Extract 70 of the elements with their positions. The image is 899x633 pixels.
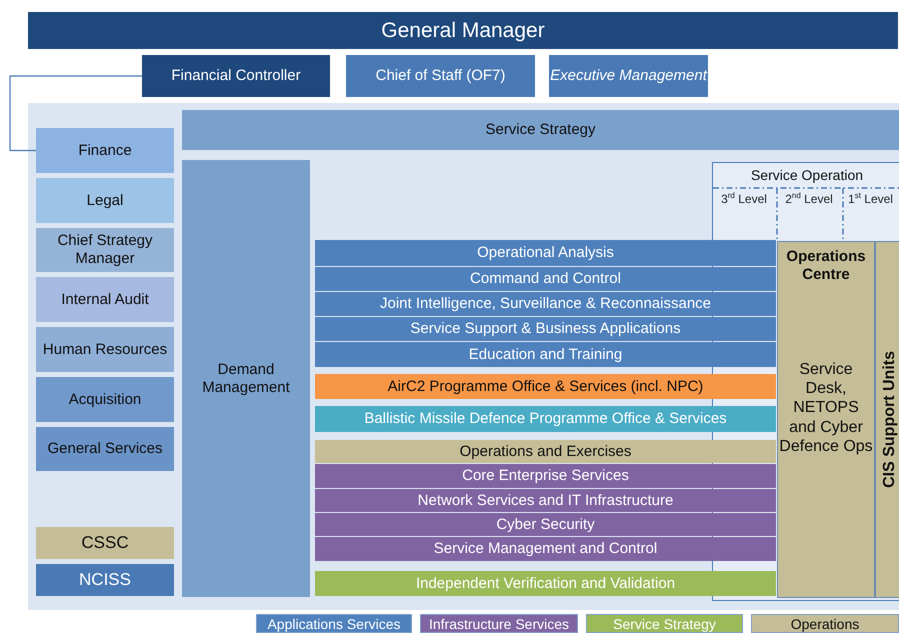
service-row xyxy=(315,537,776,561)
operations-column xyxy=(777,241,875,598)
box-label: Independent Verification and Validation xyxy=(416,574,676,592)
service-row xyxy=(315,440,776,463)
legend-item: Service Strategy xyxy=(586,614,743,633)
column-text: Service Desk, NETOPS and Cyber Defence Ops xyxy=(778,360,874,456)
header-bar xyxy=(28,12,898,49)
box-label: Core Enterprise Services xyxy=(462,467,629,485)
legend-item: Infrastructure Services xyxy=(420,614,578,633)
department-box xyxy=(36,527,174,559)
box-label: Chief of Staff (OF7) xyxy=(376,67,506,85)
level-label: 3$^{rd}$ Level xyxy=(720,190,768,208)
support-column xyxy=(875,241,899,598)
role-box xyxy=(346,55,535,97)
box-label: Human Resources xyxy=(42,340,168,358)
service-row xyxy=(315,240,776,266)
department-box xyxy=(36,277,174,322)
box-label: Executive Management xyxy=(550,67,707,85)
box-label: Service Strategy xyxy=(485,121,596,139)
department-box xyxy=(36,178,174,223)
box-label: Ballistic Missile Defence Programme Office & Services xyxy=(364,410,727,428)
box-label: AirC2 Programme Office & Services (incl. NPC) xyxy=(388,378,704,396)
level-label: 2$^{nd}$ Level xyxy=(784,190,834,208)
service-row xyxy=(315,571,776,596)
role-box xyxy=(142,55,330,97)
box-label: Joint Intelligence, Surveillance & Reconnaissance xyxy=(380,295,712,313)
service-row xyxy=(315,292,776,316)
strategy-bar xyxy=(182,110,899,150)
service-row xyxy=(315,464,776,488)
box-label: Education and Training xyxy=(468,346,622,364)
service-row xyxy=(315,317,776,341)
box-label: Demand Management xyxy=(201,360,291,396)
service-row xyxy=(315,267,776,291)
department-box xyxy=(36,427,174,471)
box-label: NCISS xyxy=(79,570,131,590)
box-label: Internal Audit xyxy=(61,290,149,308)
level-label: 1$^{st}$ Level xyxy=(847,190,894,208)
box-label: Operations and Exercises xyxy=(460,442,632,460)
connector-line xyxy=(9,75,142,152)
service-row xyxy=(315,513,776,536)
department-box xyxy=(36,128,174,173)
box-label: Finance xyxy=(78,142,132,160)
role-box xyxy=(549,55,708,97)
box-label: Acquisition xyxy=(68,390,142,408)
box-label: Chief Strategy Manager xyxy=(56,232,154,268)
box-label: Command and Control xyxy=(470,270,621,288)
box-label: Operational Analysis xyxy=(477,244,614,262)
box-label: Cyber Security xyxy=(496,516,595,534)
box-label: Service Support & Business Applications xyxy=(410,320,681,338)
service-row xyxy=(315,342,776,367)
legend-item: Operations xyxy=(751,614,899,633)
box-label: Service Management and Control xyxy=(434,540,658,558)
box-label: General Services xyxy=(47,440,163,458)
box-label: Legal xyxy=(86,192,124,210)
service-row xyxy=(315,489,776,512)
department-box xyxy=(36,377,174,422)
box-label: Network Services and IT Infrastructure xyxy=(418,492,674,510)
demand-column xyxy=(182,160,310,597)
box-label: CSSC xyxy=(81,532,129,554)
service-row xyxy=(315,406,776,432)
department-box xyxy=(36,228,174,272)
box-label: Financial Controller xyxy=(171,67,301,85)
service-row xyxy=(315,374,776,399)
department-box xyxy=(36,327,174,372)
column-heading: Operations Centre xyxy=(785,248,867,284)
box-label: General Manager xyxy=(381,18,545,44)
frame-title: Service Operation xyxy=(750,167,864,184)
department-box xyxy=(36,564,174,596)
legend-item: Applications Services xyxy=(256,614,412,633)
vertical-label: CIS Support Units xyxy=(880,351,899,488)
